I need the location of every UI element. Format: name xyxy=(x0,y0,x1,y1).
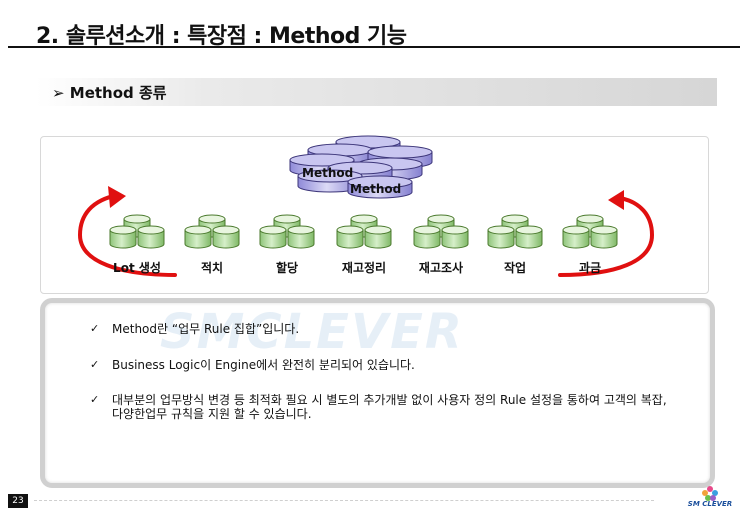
item-label: 재고조사 xyxy=(418,261,464,275)
check-icon: ✓ xyxy=(90,393,100,406)
item-label: Lot 생성 xyxy=(113,261,161,275)
title-separator: : xyxy=(164,24,188,49)
bullet-item: ✓ Business Logic이 Engine에서 완전히 분리되어 있습니다… xyxy=(90,358,690,374)
page-number: 23 xyxy=(8,494,28,508)
method-label-2: Method xyxy=(350,182,402,196)
bullet-text: Business Logic이 Engine에서 완전히 분리되어 있습니다. xyxy=(112,358,415,372)
watermark: SMCLEVER xyxy=(160,304,464,360)
title-main: 2. 솔루션소개 xyxy=(36,24,165,49)
slide-title: 2. 솔루션소개 : 특장점 : Method 기능 xyxy=(36,18,407,50)
flower-logo-icon xyxy=(702,486,718,501)
bullet-text: Method란 “업무 Rule 집합”입니다. xyxy=(112,322,300,336)
method-label-1: Method xyxy=(302,166,354,180)
item-label: 재고정리 xyxy=(341,261,387,275)
title-separator-2: : xyxy=(246,24,270,49)
footer-divider xyxy=(34,500,654,501)
section-bar: ➢ Method 종류 xyxy=(36,78,717,106)
check-icon: ✓ xyxy=(90,322,100,335)
item-label: 할당 xyxy=(275,261,299,275)
title-end: Method 기능 xyxy=(269,24,407,49)
section-label: ➢ Method 종류 xyxy=(52,84,167,102)
title-underline xyxy=(8,46,740,48)
item-label: 적치 xyxy=(200,261,224,275)
bullet-text: 대부분의 업무방식 변경 등 최적화 필요 시 별도의 추가개발 없이 사용자 … xyxy=(112,393,667,421)
item-label: 작업 xyxy=(503,261,527,275)
bullet-item: ✓ 대부분의 업무방식 변경 등 최적화 필요 시 별도의 추가개발 없이 사용… xyxy=(90,393,690,425)
company-logo: SM CLEVER xyxy=(684,484,736,510)
slide-header: 2. 솔루션소개 : 특장점 : Method 기능 xyxy=(8,8,732,49)
title-sub: 특장점 xyxy=(187,24,247,49)
description-box xyxy=(40,298,715,488)
bullet-item: ✓ Method란 “업무 Rule 집합”입니다. xyxy=(90,322,690,338)
item-label: 과금 xyxy=(578,261,602,275)
check-icon: ✓ xyxy=(90,358,100,371)
logo-text: SM CLEVER xyxy=(687,500,733,508)
